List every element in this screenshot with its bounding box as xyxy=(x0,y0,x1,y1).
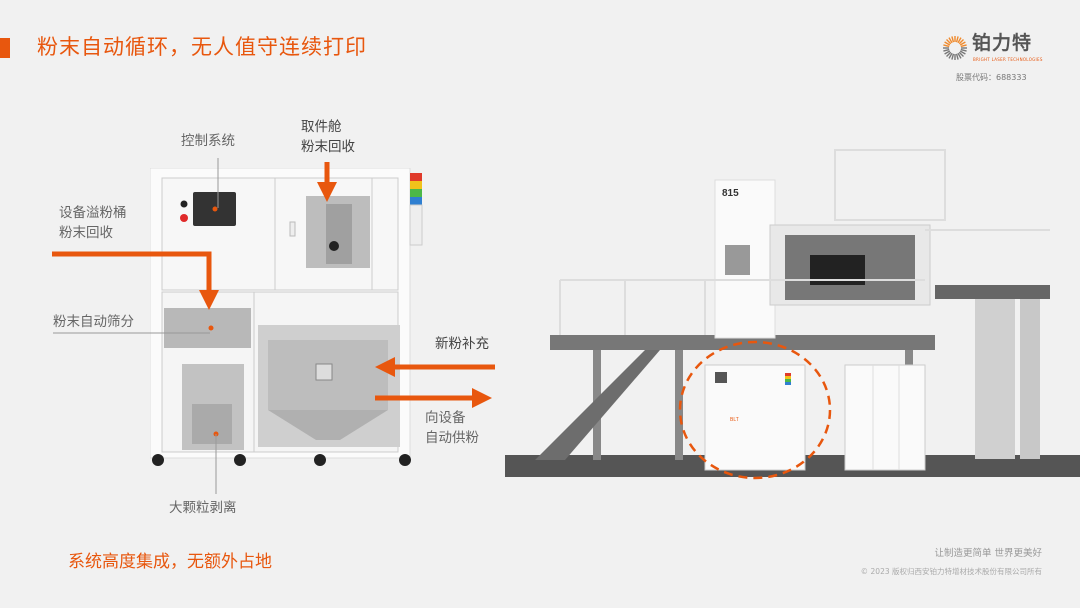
label-control-system: 控制系统 xyxy=(181,133,235,149)
label-supply-line2: 自动供粉 xyxy=(425,430,479,446)
logo-ray xyxy=(944,41,951,46)
logo-ray xyxy=(960,44,967,48)
powder-circulation-unit-image xyxy=(150,168,423,466)
label-new-powder: 新粉补充 xyxy=(435,336,489,352)
logo-subtitle: BRIGHT LASER TECHNOLOGIES xyxy=(973,57,1043,62)
logo-ray xyxy=(960,48,967,52)
logo-ray xyxy=(955,53,959,60)
label-auto-sieve: 粉末自动筛分 xyxy=(53,314,134,330)
logo-ray xyxy=(944,50,951,55)
page-title: 粉末自动循环，无人值守连续打印 xyxy=(37,35,367,59)
logo-ray xyxy=(959,41,966,46)
slogan: 让制造更简单 世界更美好 xyxy=(934,548,1042,559)
sun-burst-logo-icon xyxy=(943,36,967,60)
logo-ray xyxy=(958,39,964,45)
label-particle-separation: 大颗粒剥离 xyxy=(169,500,237,516)
logo-ray xyxy=(958,51,964,57)
unit-brand-text: BLT xyxy=(730,417,739,423)
logo-ray xyxy=(957,37,962,44)
logo-ray xyxy=(948,52,953,59)
printer-platform-image: 815 BLT xyxy=(505,149,1080,480)
logo-ray xyxy=(943,44,950,48)
label-overflow-line2: 粉末回收 xyxy=(59,225,113,241)
highlight-circle xyxy=(678,340,832,480)
label-overflow-line1: 设备溢粉桶 xyxy=(59,205,127,221)
copyright: © 2023 版权归西安铂力特增材技术股份有限公司所有 xyxy=(860,567,1042,576)
stock-code: 股票代码：688333 xyxy=(956,73,1027,82)
label-pickup-chamber-line1: 取件舱 xyxy=(301,119,342,135)
logo-ray xyxy=(948,37,953,44)
company-logo: 铂力特 BRIGHT LASER TECHNOLOGIES xyxy=(940,32,1058,72)
logo-ray xyxy=(951,36,955,43)
logo-name: 铂力特 xyxy=(972,32,1033,54)
label-pickup-chamber-line2: 粉末回收 xyxy=(301,139,355,155)
label-supply-line1: 向设备 xyxy=(425,410,466,426)
logo-ray xyxy=(957,52,962,59)
logo-ray xyxy=(943,48,950,52)
logo-ray xyxy=(959,50,966,55)
tagline: 系统高度集成，无额外占地 xyxy=(68,552,272,572)
logo-ray xyxy=(951,53,955,60)
logo-ray xyxy=(946,51,952,57)
logo-ray xyxy=(946,39,952,45)
title-accent-bar xyxy=(0,38,10,58)
logo-ray xyxy=(955,36,959,43)
machine-model-text: 815 xyxy=(722,188,739,199)
